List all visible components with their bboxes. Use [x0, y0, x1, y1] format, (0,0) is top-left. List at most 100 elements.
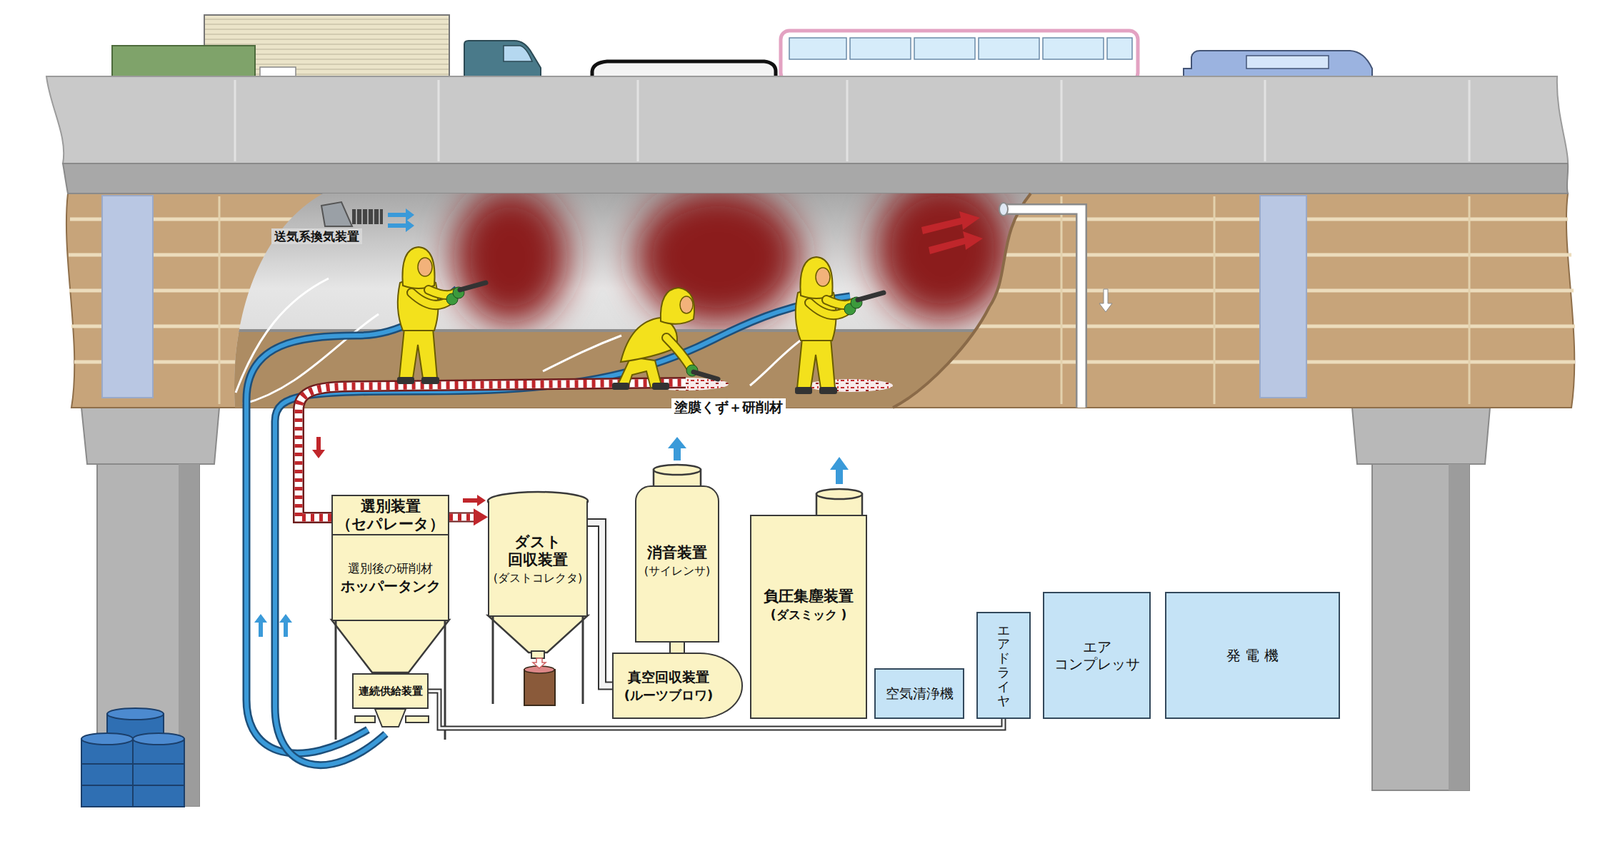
bridge-pier-part [1372, 464, 1470, 791]
equipment-parts-part [331, 620, 450, 673]
deck-part [235, 80, 1470, 162]
equipment-parts-part [335, 620, 338, 740]
node-text: (サイレンサ) [644, 564, 710, 578]
workers-part [612, 287, 718, 390]
girder-interior [228, 178, 1036, 411]
ventilation-device-part [387, 219, 415, 233]
vehicles-part [789, 37, 1133, 60]
generator: 発 電 機 [1165, 592, 1340, 720]
exhaust-pipe-part [999, 202, 1008, 216]
ventilation-device-part-part [361, 209, 363, 225]
girder-interior-part-part [453, 178, 1011, 325]
air-cleaner: 空気清浄機 [874, 668, 965, 720]
vehicles-part-part [789, 37, 847, 60]
ventilation-device-part-part [367, 209, 369, 225]
drums-part [132, 739, 185, 808]
pipe-line [449, 513, 477, 521]
workers-part-part [680, 296, 693, 314]
deck [46, 76, 1568, 194]
flow-arrows-part [312, 437, 325, 459]
equipment-parts-part [531, 651, 545, 659]
pipe-line [587, 522, 613, 687]
equipment-parts-part [405, 716, 429, 723]
node-text: エアドライヤ [997, 623, 1010, 709]
bridge-pier-part [1352, 407, 1490, 465]
girder-interior-part-part-part [875, 178, 1011, 322]
ventilation-device-part-part [355, 209, 358, 225]
exhaust-pipe-part [921, 211, 980, 235]
drums-part [81, 739, 133, 808]
equipment-parts-part [355, 716, 375, 723]
vehicles-part-part [1042, 37, 1104, 60]
drums-part [132, 785, 185, 787]
girder-part-part [1060, 196, 1063, 405]
node-text: 負圧集塵装置 [763, 587, 854, 606]
drums-part [81, 785, 133, 787]
girder-interior-part-part-part [635, 189, 800, 325]
node-text: ダスト 回収装置 [492, 533, 583, 570]
flow-arrows-part [254, 614, 268, 638]
vehicles-part [464, 40, 541, 82]
girder-part [1260, 195, 1307, 398]
flow-arrows-part [462, 495, 486, 507]
girder-interior-part [228, 178, 1036, 411]
deck-part-part [637, 80, 640, 162]
pipe-line [449, 512, 477, 523]
workers-part-part [693, 372, 718, 380]
workers [397, 247, 884, 395]
flow-arrows-part [279, 614, 293, 638]
feeder-box: 連続供給装置 [352, 673, 429, 710]
equipment-parts-part [667, 437, 687, 461]
exhaust-pipe [921, 202, 1113, 408]
drums [81, 708, 185, 808]
girder-interior-part [892, 193, 1031, 408]
workers-part-part [660, 287, 695, 325]
pipe-connector [677, 642, 678, 653]
dust-collector: ダスト 回収装置(ダストコレクタ) [487, 501, 588, 618]
equipment-parts-part [532, 658, 546, 669]
vehicles-part-part [914, 37, 975, 60]
pipe-connector [587, 522, 613, 687]
pipe-line [587, 522, 613, 687]
workers-part-part [652, 382, 670, 390]
exhaust-pipe-part [1003, 209, 1082, 408]
equipment-parts-part [524, 670, 555, 706]
vehicles-part [780, 30, 1138, 82]
ventilation-device-part [387, 208, 415, 222]
deck-part-part [437, 80, 440, 162]
vehicles-part [503, 45, 533, 62]
vehicles-part-part [1107, 37, 1133, 60]
drums-part [132, 763, 185, 765]
node-text: 連続供給装置 [358, 685, 423, 698]
deck-part [46, 76, 1568, 164]
girder-interior-part-part-part [453, 189, 568, 325]
girder-part [102, 195, 153, 398]
vehicles-part [1246, 55, 1329, 69]
pipe-connector [449, 508, 488, 526]
node-text: 真空回収装置 [627, 669, 710, 686]
node-text: 発 電 機 [1226, 647, 1279, 665]
girder-part-part [1468, 196, 1471, 405]
bridge-pier-part [1448, 464, 1470, 791]
roots-blower: 真空回収装置(ルーツブロワ) [612, 652, 743, 720]
node-text: (ダスミック ) [770, 607, 847, 623]
pipe-line [449, 513, 477, 521]
equipment-parts-part [582, 615, 585, 705]
deck-part-part [1264, 80, 1267, 162]
node-text: (ダストコレクタ) [493, 571, 583, 585]
node-text: 選別装置 （セパレータ） [336, 497, 445, 533]
drums-part [81, 733, 133, 745]
bridge-pier-part [81, 407, 220, 465]
equipment-parts-part [816, 489, 863, 500]
ventilation-device-part-part [372, 209, 375, 225]
girder-part-part [1213, 196, 1216, 405]
arrow-head [473, 508, 488, 526]
deck-part-part [846, 80, 849, 162]
workers-part-part [666, 337, 691, 368]
node-text: (ルーツブロワ) [624, 687, 713, 704]
workers-part-part [612, 382, 630, 390]
equipment-parts-part [487, 615, 588, 653]
